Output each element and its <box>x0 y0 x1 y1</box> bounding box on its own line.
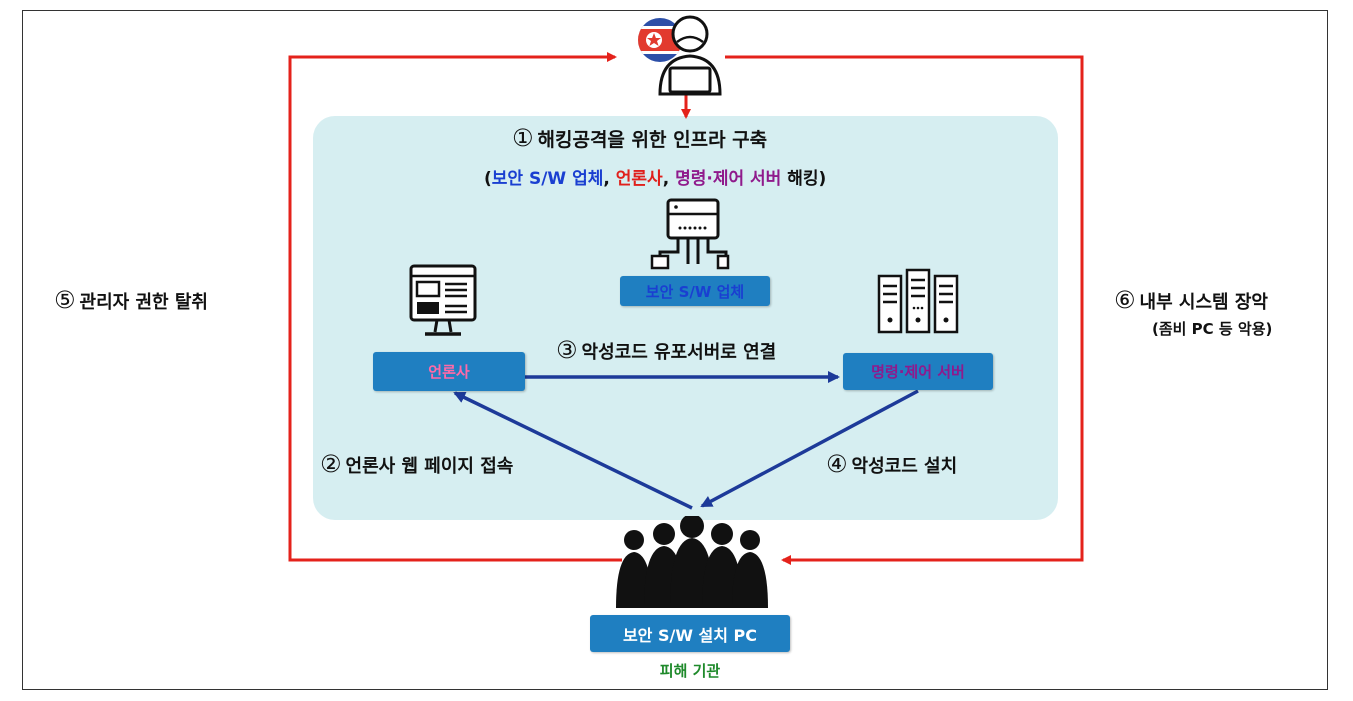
step-6-subtitle: (좀비 PC 등 악용) <box>1152 320 1273 338</box>
victim-pc-box: 보안 S/W 설치 PC <box>590 615 790 652</box>
step-1-subtitle: (보안 S/W 업체, 언론사, 명령·제어 서버 해킹) <box>484 164 826 189</box>
web-monitor-icon <box>409 264 477 336</box>
step-3-number: ③ <box>556 336 578 364</box>
step-1-number: ① <box>512 124 534 152</box>
c2-server-box: 명령·제어 서버 <box>843 353 993 390</box>
step-6-text: 내부 시스템 장악 <box>1139 292 1268 313</box>
victim-org-label: 피해 기관 <box>659 662 721 680</box>
server-rack-icon <box>877 268 959 334</box>
subtitle-sep-2: , <box>662 169 676 189</box>
hacker-icon <box>658 15 722 96</box>
step-5-number: ⑤ <box>54 286 76 314</box>
step-2-text: 언론사 웹 페이지 접속 <box>345 456 514 477</box>
c2-server-label: 명령·제어 서버 <box>871 363 965 381</box>
media-label: 언론사 <box>428 363 470 381</box>
subtitle-sep-1: , <box>603 169 616 189</box>
security-vendor-box: 보안 S/W 업체 <box>620 276 770 306</box>
subtitle-open-paren: ( <box>484 169 492 189</box>
step-4-text: 악성코드 설치 <box>851 456 958 477</box>
step-3-text: 악성코드 유포서버로 연결 <box>581 342 777 363</box>
loop-left-arrow <box>288 52 622 562</box>
subtitle-media: 언론사 <box>615 169 663 189</box>
step-4-number: ④ <box>826 450 848 478</box>
subtitle-tail: 해킹) <box>781 169 827 189</box>
loop-right-arrow <box>725 55 1084 565</box>
step-6-number: ⑥ <box>1114 286 1136 314</box>
step-1-text: 해킹공격을 위한 인프라 구축 <box>537 129 768 151</box>
north-korea-flag-icon <box>638 18 682 62</box>
subtitle-c2-server: 명령·제어 서버 <box>675 169 782 189</box>
people-silhouette-icon <box>616 516 768 608</box>
security-vendor-label: 보안 S/W 업체 <box>645 282 745 301</box>
victim-pc-label: 보안 S/W 설치 PC <box>622 625 758 645</box>
step-2-number: ② <box>320 450 342 478</box>
subtitle-security-vendor: 보안 S/W 업체 <box>491 169 604 189</box>
arrow-victim-to-media <box>453 391 693 510</box>
arrow-c2-to-victim <box>700 389 919 508</box>
step-5-text: 관리자 권한 탈취 <box>79 292 208 313</box>
network-device-icon <box>650 198 730 270</box>
media-box: 언론사 <box>373 352 525 391</box>
